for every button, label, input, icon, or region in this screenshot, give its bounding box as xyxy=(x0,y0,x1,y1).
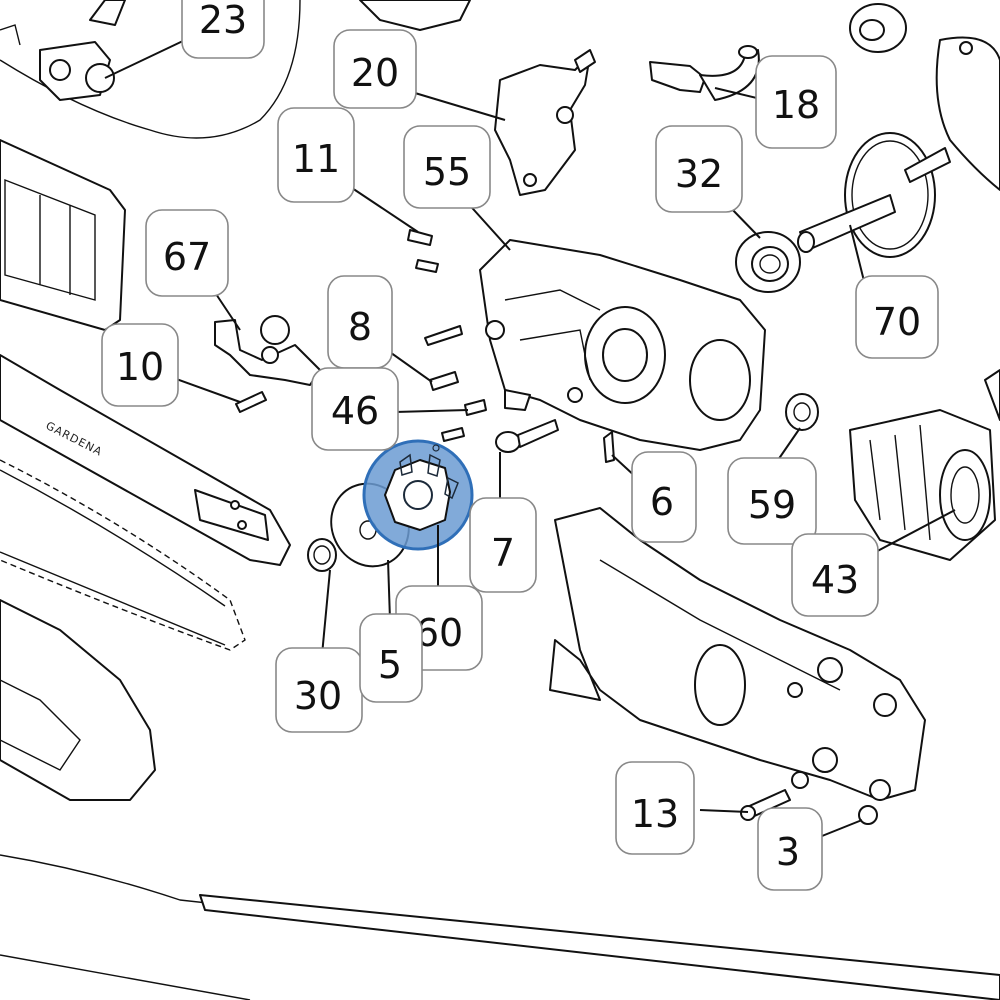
callout-67-label: 67 xyxy=(163,235,211,279)
callout-20: 20 xyxy=(333,29,417,109)
part-handle-left xyxy=(0,139,126,331)
part-7-nut xyxy=(495,419,559,453)
callout-8: 8 xyxy=(327,275,393,369)
part-3-nut-upper xyxy=(791,771,809,789)
callout-7-label: 7 xyxy=(491,531,515,575)
part-guide-bar: GARDENA xyxy=(0,354,291,566)
callout-11: 11 xyxy=(277,107,355,203)
callout-32: 32 xyxy=(655,125,743,213)
callout-59-label: 59 xyxy=(748,483,796,527)
callout-8-label: 8 xyxy=(348,305,372,349)
part-46-pin xyxy=(464,399,487,416)
part-67-tensioner xyxy=(214,315,321,386)
callout-13-label: 13 xyxy=(631,792,679,836)
group-outline xyxy=(0,0,301,139)
callout-43-label: 43 xyxy=(811,558,859,602)
callout-60-label: 60 xyxy=(415,611,463,655)
part-55-gearbox-housing xyxy=(479,239,766,451)
part-13-screw-head xyxy=(740,805,756,821)
part-43-motor xyxy=(849,369,1000,561)
callout-11-label: 11 xyxy=(292,137,340,181)
callout-32-label: 32 xyxy=(675,152,723,196)
callout-18: 18 xyxy=(755,55,837,149)
callout-5-label: 5 xyxy=(378,643,402,687)
callout-43: 43 xyxy=(791,533,879,617)
callout-67: 67 xyxy=(145,209,229,297)
part-6-screw xyxy=(603,431,615,463)
part-59-pinion xyxy=(785,393,819,431)
part-8-screw xyxy=(424,325,463,391)
part-20-bracket xyxy=(494,49,596,196)
callout-23: 23 xyxy=(181,0,265,59)
callout-55-label: 55 xyxy=(423,150,471,194)
part-60-sprocket-highlight[interactable] xyxy=(362,439,474,551)
part-32-bearing xyxy=(735,231,801,293)
part-18-elbow xyxy=(649,45,760,101)
callout-10-label: 10 xyxy=(116,345,164,389)
part-pin-small xyxy=(441,427,465,442)
part-gear-cover xyxy=(549,507,926,801)
callout-20-label: 20 xyxy=(351,51,399,95)
callout-46-label: 46 xyxy=(331,389,379,433)
part-pole xyxy=(0,854,1000,1000)
part-housing-lower-left xyxy=(0,599,156,801)
part-saw-chain xyxy=(0,459,246,651)
callout-5: 5 xyxy=(359,613,423,703)
callout-70-label: 70 xyxy=(873,300,921,344)
callout-55: 55 xyxy=(403,125,491,209)
callout-30-label: 30 xyxy=(294,674,342,718)
part-top-block xyxy=(359,0,471,31)
part-70-bevel-gear xyxy=(797,132,951,258)
callout-23-label: 23 xyxy=(199,0,247,42)
callout-70: 70 xyxy=(855,275,939,359)
part-top-right-gear xyxy=(849,3,1000,191)
part-10-screw xyxy=(235,391,267,413)
part-3-nut xyxy=(858,805,878,825)
callout-13: 13 xyxy=(615,761,695,855)
callout-6-label: 6 xyxy=(650,480,674,524)
callout-59: 59 xyxy=(727,457,817,545)
callout-10: 10 xyxy=(101,323,179,407)
callout-30: 30 xyxy=(275,647,363,733)
callout-3-label: 3 xyxy=(776,830,800,874)
callout-3: 3 xyxy=(757,807,823,891)
callout-46: 46 xyxy=(311,367,399,451)
callout-7: 7 xyxy=(469,497,537,593)
callout-18-label: 18 xyxy=(772,83,820,127)
callout-6: 6 xyxy=(631,451,697,543)
part-30-circlip xyxy=(307,538,337,572)
part-23-clip xyxy=(0,0,126,101)
part-11-screws xyxy=(407,229,439,273)
